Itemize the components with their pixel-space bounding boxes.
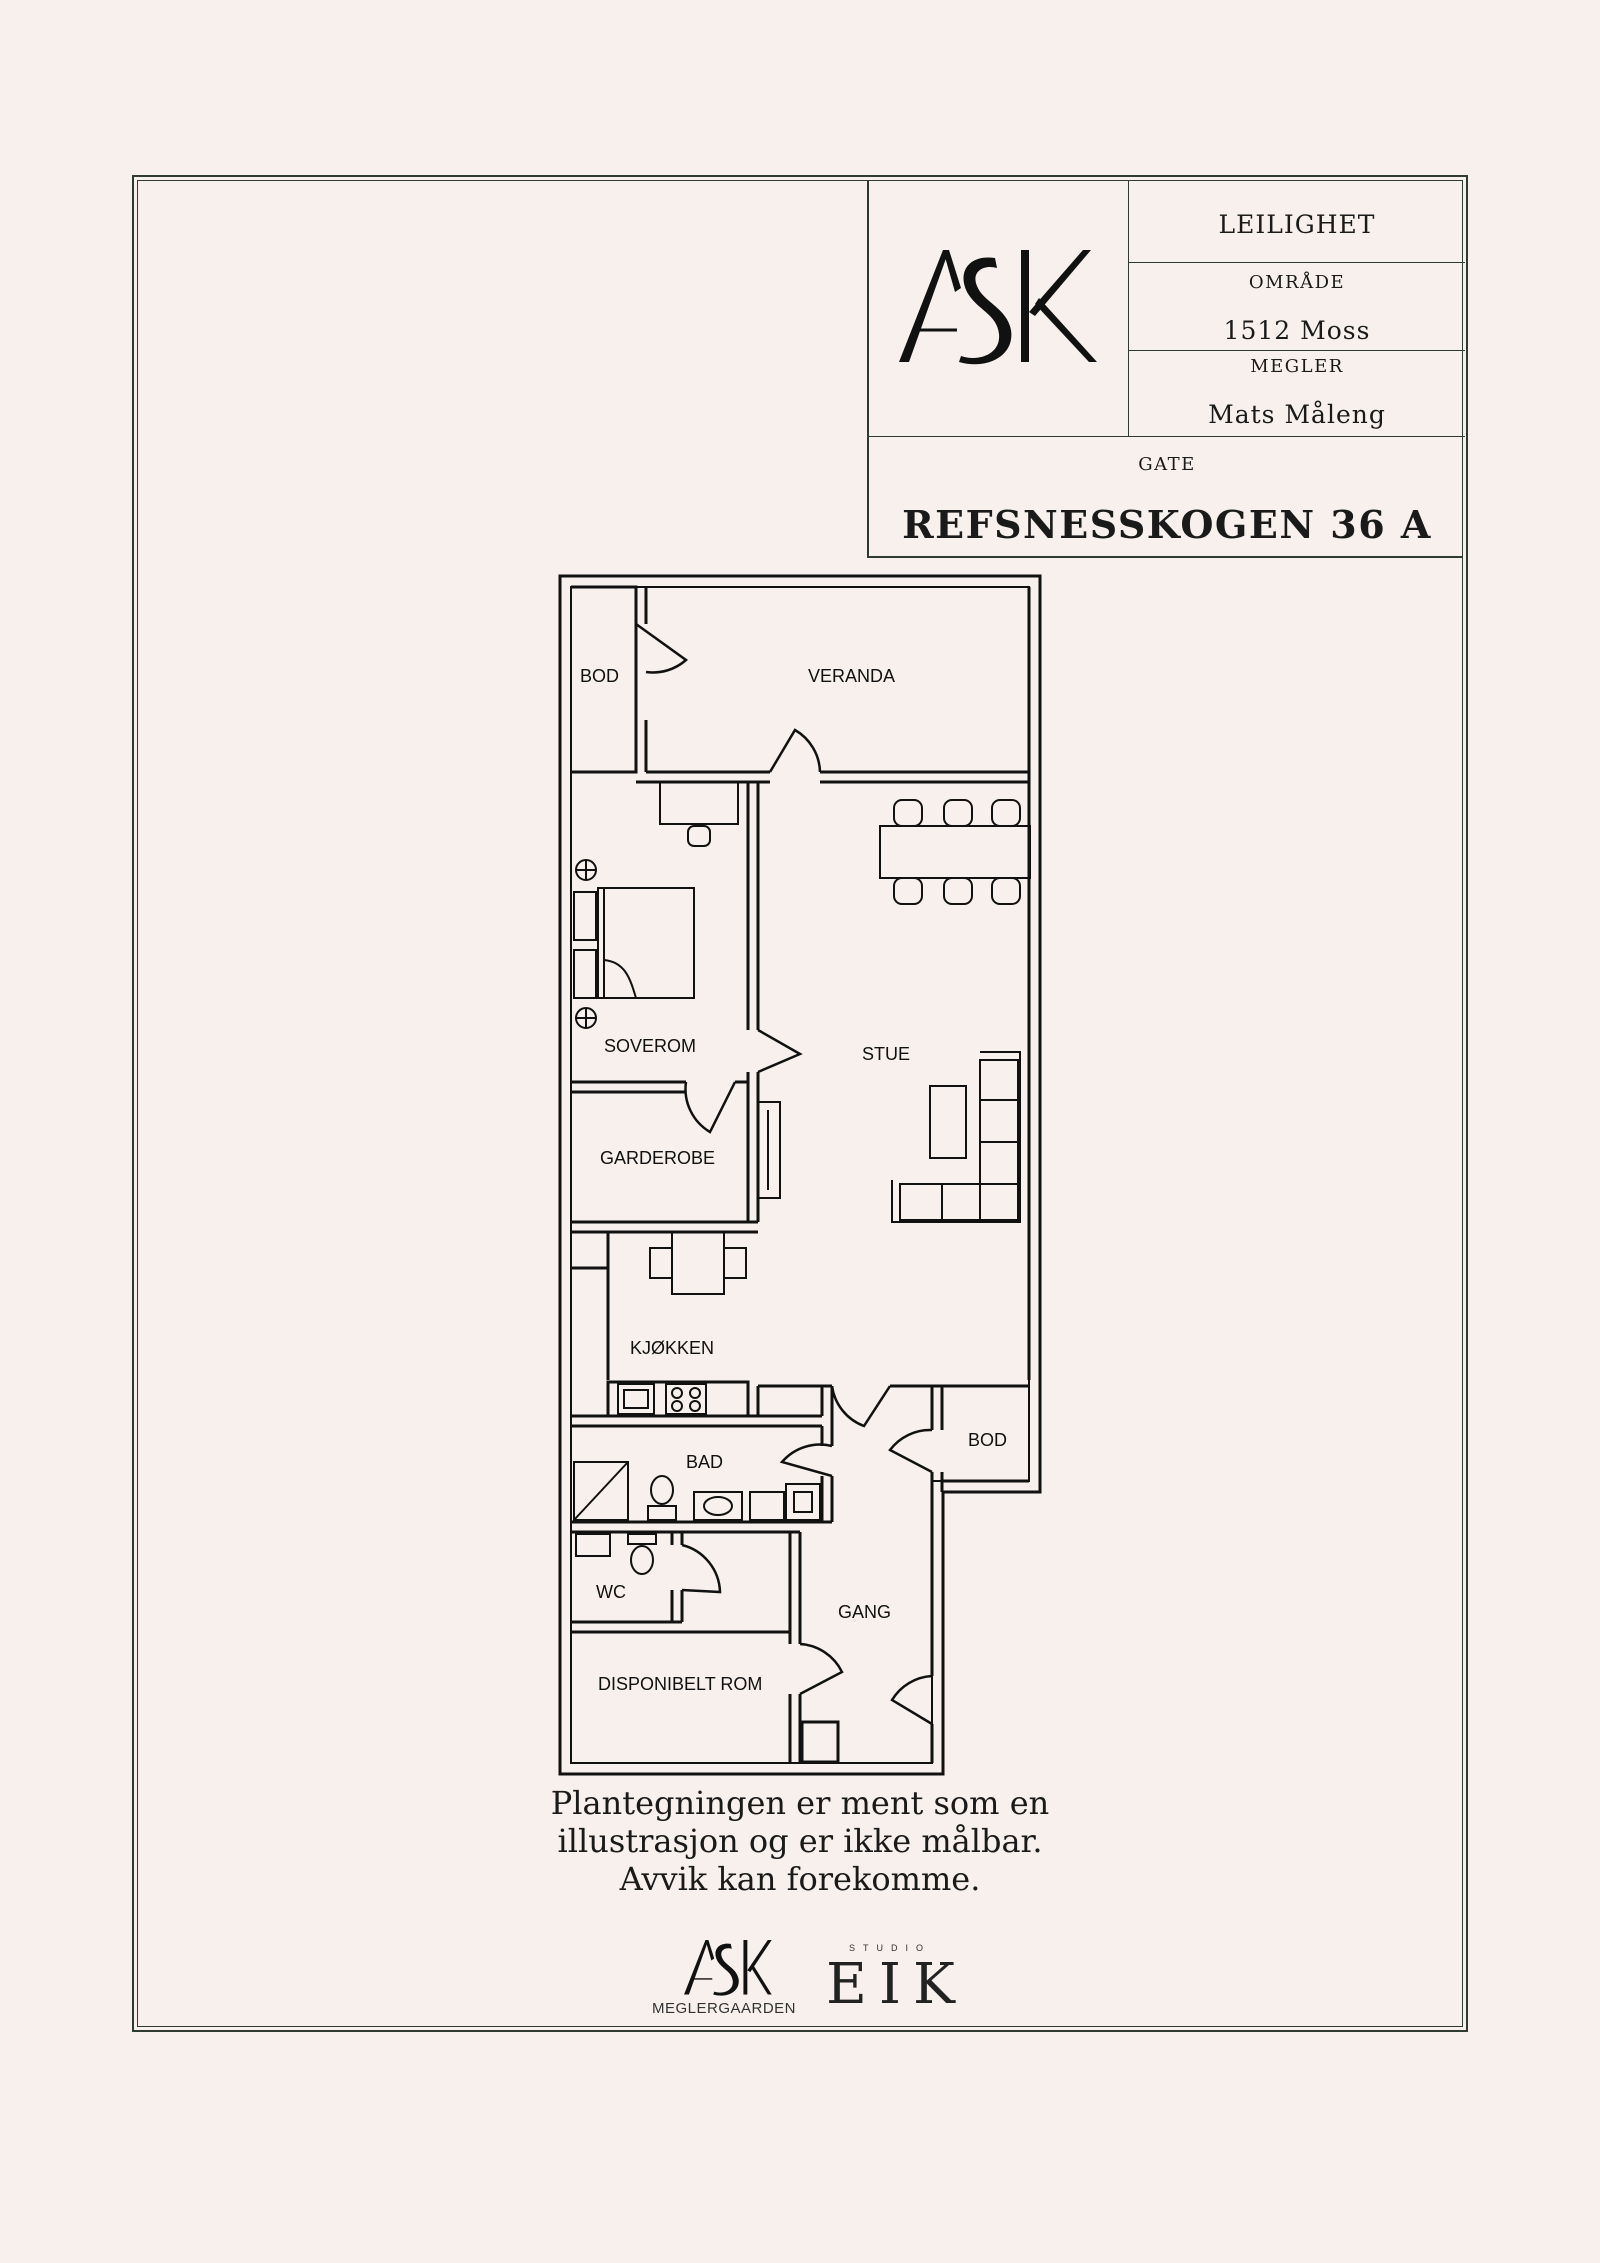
disclaimer-line-1: Plantegningen er ment som en — [550, 1784, 1050, 1822]
street-value: REFSNESSKOGEN 36 A — [902, 502, 1432, 547]
title-block-divider — [1129, 350, 1465, 351]
tv-unit — [757, 1101, 781, 1199]
room-label-bod-bottom: BOD — [968, 1430, 1008, 1450]
room-label-garderobe: GARDEROBE — [600, 1148, 716, 1168]
bedroom-furniture — [573, 825, 711, 1029]
broker-label: MEGLER — [1250, 356, 1344, 377]
title-block-logo-cell — [869, 180, 1129, 436]
area-value: 1512 Moss — [1223, 316, 1371, 345]
room-label-kjokken: KJØKKEN — [630, 1338, 715, 1358]
disclaimer-line-3: Avvik kan forekomme. — [619, 1860, 981, 1898]
room-label-wc: WC — [596, 1582, 626, 1602]
kitchen-table — [649, 1231, 747, 1295]
room-label-bad: BAD — [686, 1452, 724, 1472]
plan-walls — [558, 574, 1042, 1776]
room-label-stue: STUE — [862, 1044, 911, 1064]
ask-logo-icon — [899, 250, 1097, 365]
title-block-divider — [869, 436, 1465, 437]
windows — [659, 781, 739, 825]
room-label-bod: BOD — [580, 666, 620, 686]
property-type: LEILIGHET — [1218, 210, 1376, 239]
door-swings — [635, 622, 933, 1726]
broker-value: Mats Måleng — [1208, 400, 1386, 429]
eik-logo: EIK — [826, 1952, 967, 2017]
title-block-divider — [1129, 262, 1465, 263]
studio-label: STUDIO — [848, 1943, 931, 1953]
room-label-disponibelt-rom: DISPONIBELT ROM — [598, 1674, 763, 1694]
disclaimer-line-2: illustrasjon og er ikke målbar. — [557, 1822, 1043, 1860]
page-frame-outer — [132, 175, 1468, 2032]
dining-table — [879, 799, 1031, 905]
sofa — [891, 1051, 1021, 1223]
page-frame-inner — [137, 180, 1463, 2027]
room-label-soverom: SOVEROM — [604, 1036, 697, 1056]
title-block: LEILIGHET OMRÅDE 1512 Moss MEGLER Mats M… — [867, 180, 1465, 558]
ask-meglergaarden-subtitle: MEGLERGAARDEN — [651, 2000, 797, 2017]
kitchen-appliances — [617, 1383, 707, 1415]
ask-meglergaarden-logo-icon — [684, 1940, 772, 1996]
room-label-veranda: VERANDA — [808, 666, 896, 686]
street-label: GATE — [1138, 454, 1196, 475]
area-label: OMRÅDE — [1248, 272, 1346, 293]
bathroom-fixtures — [573, 1461, 821, 1575]
room-label-gang: GANG — [838, 1602, 892, 1622]
